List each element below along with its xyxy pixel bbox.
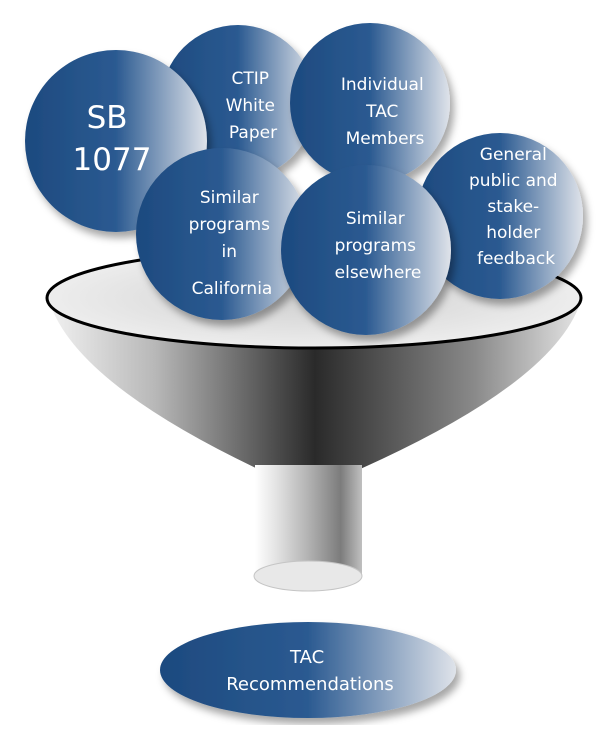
bubble-label-line: Paper <box>229 123 277 143</box>
svg-text:SB 1077: SB 1077 <box>73 100 152 178</box>
input-bubble-general-public: General public and stake- holder feedbac… <box>417 133 583 299</box>
bubble-label-line: elsewhere <box>335 263 422 283</box>
bubble-label-line: General <box>480 145 547 165</box>
bubble-label-line: White <box>226 96 275 116</box>
funnel-tube-outlet <box>253 560 363 592</box>
bubble-label-line: programs <box>189 215 271 235</box>
bubble-label-line: CTIP <box>232 69 270 89</box>
bubble-label-line: 1077 <box>73 142 152 178</box>
bubble-label-line: TAC <box>365 102 398 122</box>
bubble-label-line: feedback <box>477 249 555 269</box>
svg-text:Similar programs e: Similar programs elsewhere <box>335 209 422 283</box>
funnel-tube <box>255 465 362 588</box>
bubble-label-line: California <box>192 279 273 299</box>
svg-text:CTIP White Paper: CTIP White Paper <box>226 69 281 143</box>
bubble-label-line: Similar <box>346 209 405 229</box>
output-label-line: TAC <box>289 647 324 668</box>
bubble-label-line: Members <box>346 129 425 149</box>
bubble-label-line: Individual <box>341 75 424 95</box>
bubble-label-line: stake- <box>487 197 539 217</box>
bubble-label-line: in <box>222 242 238 262</box>
bubble-label-line: public and <box>469 171 558 191</box>
input-bubble-similar-elsewhere: Similar programs elsewhere <box>281 165 451 335</box>
svg-text:Individual TAC Mem: Individual TAC Members <box>341 75 429 149</box>
svg-text:Similar programs i: Similar programs in California <box>189 188 276 299</box>
input-bubble-similar-california: Similar programs in California <box>136 148 308 320</box>
bubble-label-line: Similar <box>200 188 259 208</box>
input-bubble-tac-members: Individual TAC Members <box>290 23 450 183</box>
bubble-label-line: SB <box>87 100 128 136</box>
svg-text:General public and: General public and stake- holder feedbac… <box>469 145 563 269</box>
bubble-label-line: programs <box>335 236 417 256</box>
bubble-label-line: holder <box>486 223 540 243</box>
output-label-line: Recommendations <box>226 674 394 695</box>
output-ellipse: TAC Recommendations <box>160 622 456 718</box>
svg-text:TAC Recommendations: TAC Recommendations <box>226 647 394 695</box>
